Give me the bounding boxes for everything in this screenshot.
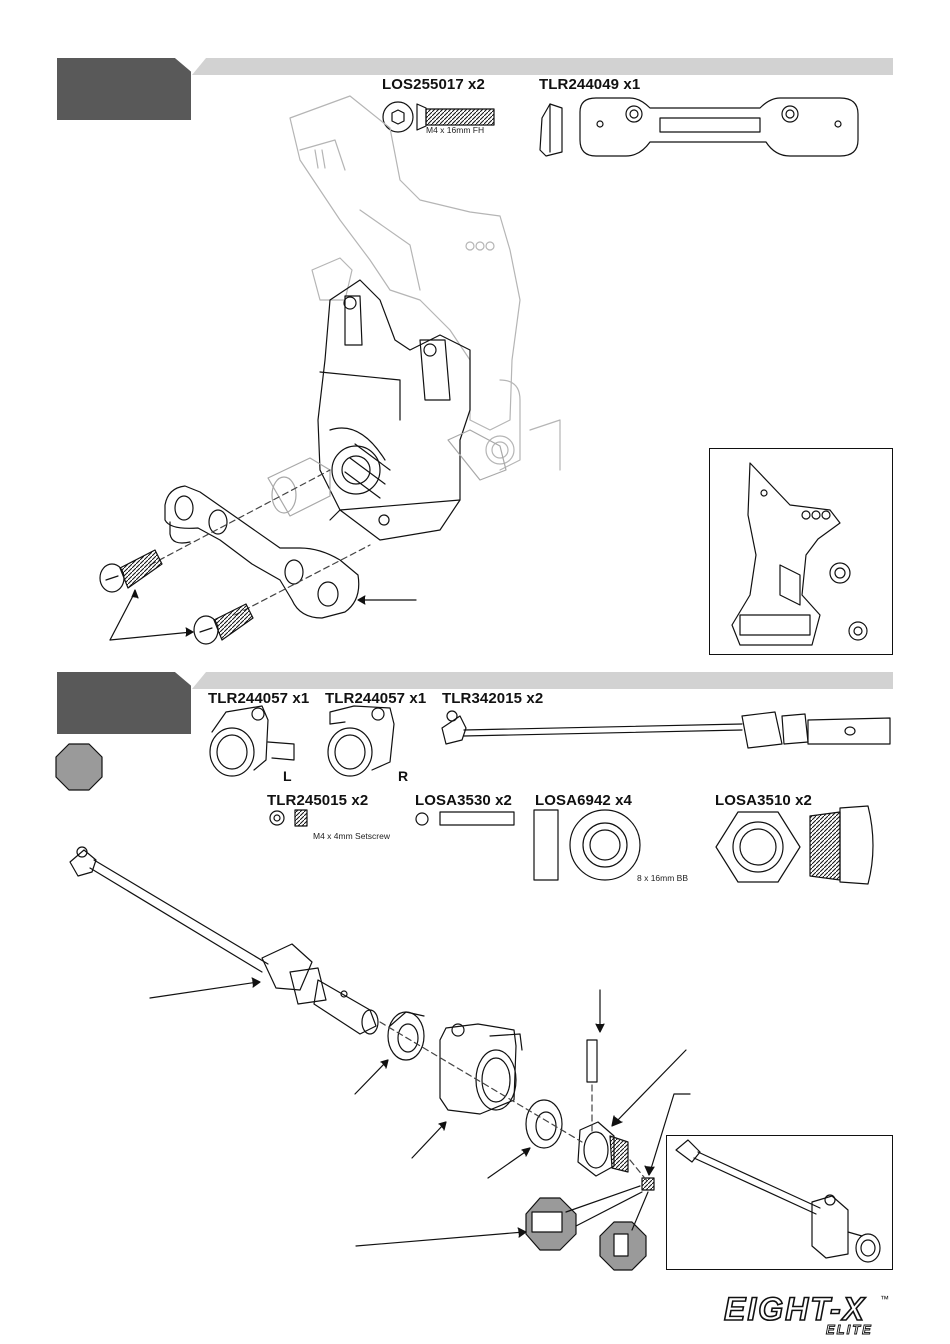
eight-x-elite-logo: EIGHT-X ELITE ™ — [722, 1290, 892, 1336]
roll-pin-icon — [416, 812, 514, 825]
callout-arrows-step2 — [150, 978, 690, 1246]
roll-pin-exploded — [587, 1040, 597, 1082]
inset-driveshaft-drawing — [676, 1140, 880, 1262]
shock-tower-ghost — [290, 96, 560, 470]
alignment-guides-step2 — [380, 1022, 648, 1182]
inset-bulkhead-drawing — [732, 463, 867, 645]
hub-carrier-left-icon — [210, 706, 294, 776]
svg-text:™: ™ — [880, 1294, 889, 1304]
setscrew-icon — [270, 810, 307, 826]
tool-octagon-badge — [56, 744, 102, 790]
hinge-pin-brace-icon — [580, 98, 858, 156]
bearing-insert-icon — [716, 806, 873, 884]
flat-head-screw-left — [100, 550, 162, 592]
bearing-exploded — [388, 1012, 424, 1060]
hub-carrier-exploded — [440, 1024, 522, 1114]
flat-head-screw-icon — [383, 102, 494, 132]
flat-head-screw-right — [194, 604, 253, 644]
hub-carrier-right-icon — [328, 706, 394, 776]
diff-outdrive-ghost — [268, 430, 506, 516]
cvd-driveshaft-icon — [442, 711, 890, 748]
callout-arrows-step1 — [110, 590, 416, 640]
setscrew-exploded — [642, 1178, 654, 1190]
front-bulkhead-housing — [318, 280, 470, 540]
exploded-driveshaft — [70, 847, 378, 1034]
bearing-exploded-2 — [526, 1100, 562, 1148]
ball-bearing-icon — [534, 810, 640, 880]
insert-exploded — [578, 1122, 628, 1176]
arm-mount-block-icon — [540, 104, 562, 156]
svg-text:ELITE: ELITE — [826, 1322, 873, 1336]
